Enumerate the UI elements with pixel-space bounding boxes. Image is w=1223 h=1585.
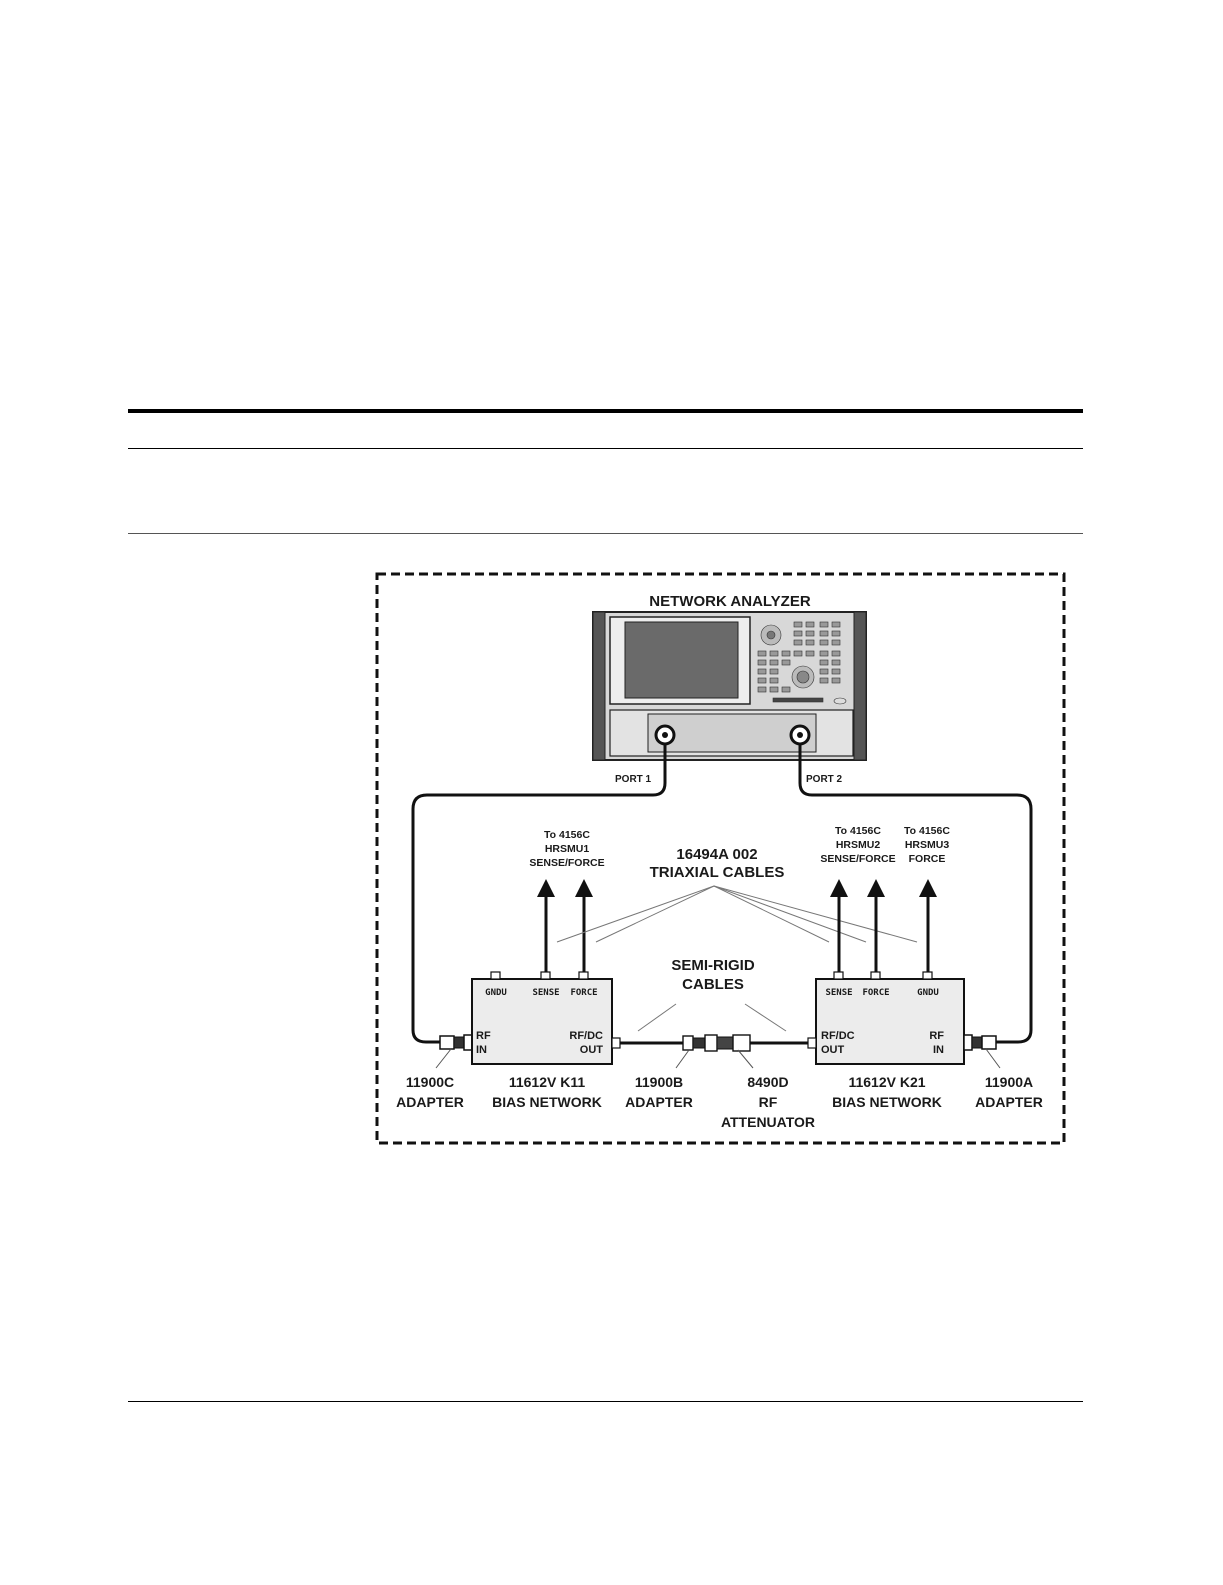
adapter-11900a-label-1: 11900A (985, 1074, 1033, 1090)
hrsmu1-label-3: SENSE/FORCE (529, 857, 604, 869)
k11-out-label-1: RF/DC (569, 1030, 603, 1042)
hrsmu2-label-2: HRSMU2 (836, 839, 880, 851)
hrsmu3-label-1: To 4156C (904, 825, 950, 837)
adapter-11900c-label-1: 11900C (406, 1074, 454, 1090)
hrsmu1-label-2: HRSMU1 (545, 843, 589, 855)
port-2-label: PORT 2 (806, 774, 843, 785)
k21-out-label-1: RF/DC (821, 1030, 855, 1042)
k21-name-label-1: 11612V K21 (848, 1074, 925, 1090)
bias-network-k21: SENSE FORCE GNDU RF/DC OUT RF IN (807, 971, 965, 1065)
port-1-label: PORT 1 (615, 774, 652, 785)
top-rule-thick (128, 409, 1083, 413)
k11-name-label-2: BIAS NETWORK (492, 1094, 602, 1110)
adapter-11900b (682, 1035, 706, 1051)
analyzer-keypad (757, 621, 847, 705)
semirigid-label-1: SEMI-RIGID (671, 957, 755, 974)
hrsmu2-label-3: SENSE/FORCE (820, 853, 895, 865)
triaxial-leaders (556, 885, 918, 943)
port-2-cable (798, 744, 1033, 1044)
k21-gndu-label: GNDU (917, 988, 939, 998)
top-rule-thin (128, 448, 1083, 449)
k11-force-label: FORCE (570, 988, 597, 998)
k21-rf-in-label-1: RF (929, 1030, 944, 1042)
hrsmu3-label-3: FORCE (909, 853, 946, 865)
adapter-11900a (963, 1034, 997, 1051)
k21-sense-label: SENSE (825, 988, 852, 998)
attenuator-label-1: 8490D (747, 1074, 788, 1090)
adapter-11900b-label-2: ADAPTER (625, 1094, 693, 1110)
hrsmu1-label-1: To 4156C (544, 829, 590, 841)
analyzer-screen (624, 621, 739, 699)
triaxial-label-1: 16494A 002 (676, 846, 757, 863)
k11-out-label-2: OUT (580, 1044, 604, 1056)
triaxial-label-2: TRIAXIAL CABLES (650, 864, 785, 881)
k11-gndu-label: GNDU (485, 988, 507, 998)
k11-sense-label: SENSE (532, 988, 559, 998)
port-1-cable (411, 744, 667, 1044)
section-rule (128, 533, 1083, 534)
adapter-11900a-label-2: ADAPTER (975, 1094, 1043, 1110)
k21-name-label-2: BIAS NETWORK (832, 1094, 942, 1110)
adapter-11900c (439, 1034, 473, 1051)
attenuator-label-3: ATTENUATOR (721, 1114, 815, 1130)
semirigid-label-2: CABLES (682, 976, 744, 993)
adapter-11900b-label-1: 11900B (635, 1074, 683, 1090)
k11-name-label-1: 11612V K11 (509, 1074, 586, 1090)
bottom-rule (128, 1401, 1083, 1402)
k21-force-label: FORCE (862, 988, 889, 998)
bias-network-k11: GNDU SENSE FORCE RF IN RF/DC OUT (471, 971, 621, 1065)
hrsmu2-label-1: To 4156C (835, 825, 881, 837)
diagram-frame (375, 572, 1066, 1145)
analyzer-title: NETWORK ANALYZER (649, 593, 811, 610)
network-analyzer: NETWORK ANALYZER (592, 593, 867, 761)
hrsmu3-label-2: HRSMU3 (905, 839, 949, 851)
k21-rf-in-label-2: IN (933, 1044, 944, 1056)
k11-rf-in-label-2: IN (476, 1044, 487, 1056)
attenuator-label-2: RF (759, 1094, 778, 1110)
k21-out-label-2: OUT (821, 1044, 845, 1056)
k11-rf-in-label-1: RF (476, 1030, 491, 1042)
attenuator-8490d (704, 1034, 751, 1052)
adapter-11900c-label-2: ADAPTER (396, 1094, 464, 1110)
